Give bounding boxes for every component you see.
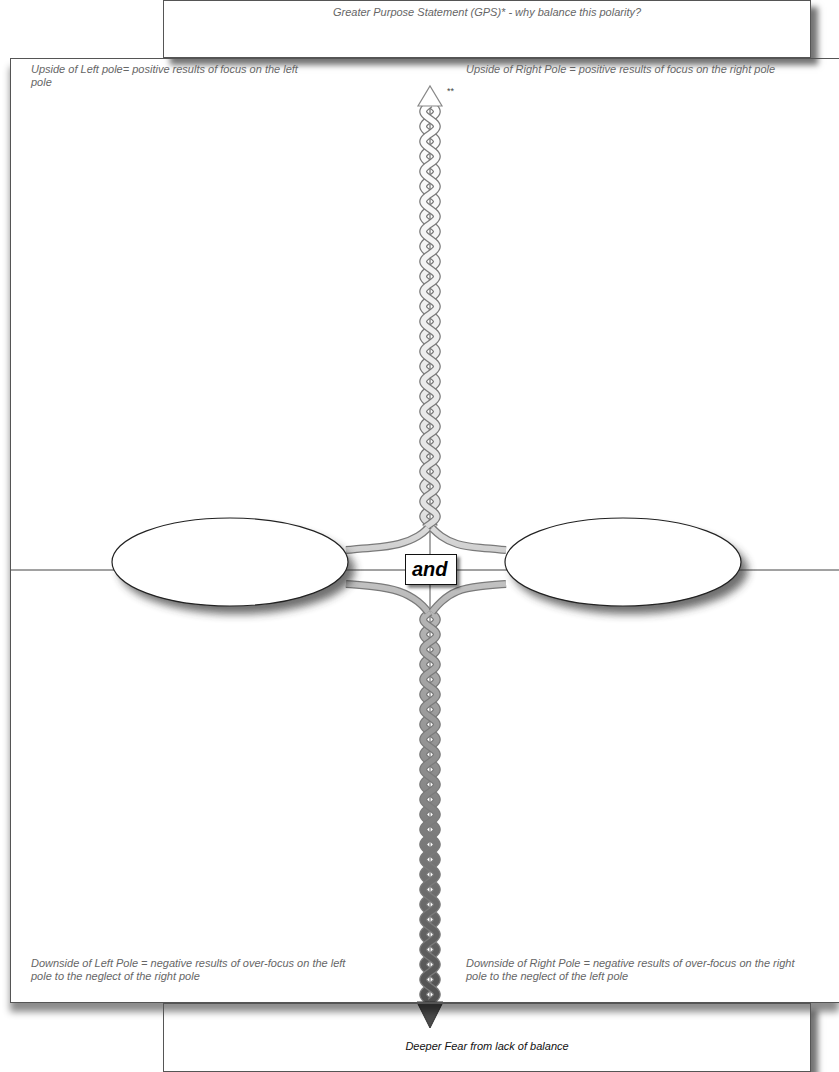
polarity-panel: Upside of Left pole= positive results of… <box>10 58 839 1003</box>
arrow-head-down <box>417 1002 443 1028</box>
footnote-mark: ** <box>447 86 454 96</box>
pole-band-outline <box>346 584 428 612</box>
node-text: Greater Purpose Statement (GPS)* - why b… <box>164 6 810 19</box>
strand-outline <box>423 612 437 1002</box>
strand <box>423 612 437 1002</box>
strand-outline <box>423 104 437 528</box>
downside-right-text: Downside of Right Pole = negative result… <box>466 957 806 983</box>
pole-band-outline <box>432 584 506 612</box>
strand <box>423 104 437 528</box>
arrow-head-up <box>418 86 442 106</box>
upside-right-text: Upside of Right Pole = positive results … <box>466 63 796 76</box>
strand <box>423 612 437 1002</box>
pole-band <box>432 584 506 612</box>
pole-band-outline <box>346 528 428 550</box>
pole-band <box>346 584 428 612</box>
strand-outline <box>423 104 437 528</box>
and-box: and <box>405 554 457 585</box>
node-text: Deeper Fear from lack of balance <box>164 1040 810 1053</box>
upside-left-text: Upside of Left pole= positive results of… <box>31 63 321 89</box>
fear-box: Deeper Fear from lack of balance <box>163 1003 811 1072</box>
pole-band <box>432 528 506 550</box>
strand-outline <box>423 612 437 1002</box>
pole-band-outline <box>432 528 506 550</box>
left-pole-ellipse <box>112 518 348 606</box>
downside-left-text: Downside of Left Pole = negative results… <box>31 957 361 983</box>
purpose-box: Greater Purpose Statement (GPS)* - why b… <box>163 0 811 58</box>
twisted-arrow <box>346 104 506 1002</box>
strand <box>423 104 437 528</box>
node-text: and <box>412 557 450 581</box>
right-pole-ellipse <box>505 518 741 606</box>
pole-band <box>346 528 428 550</box>
